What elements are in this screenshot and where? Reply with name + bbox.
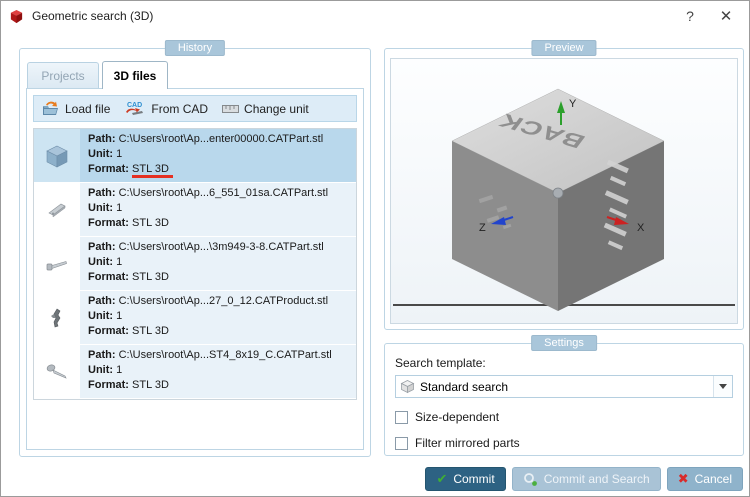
settings-group-label: Settings — [531, 335, 597, 351]
file-format: STL 3D — [132, 163, 173, 178]
size-dependent-checkbox[interactable] — [395, 410, 408, 424]
assembly-part-icon — [51, 308, 61, 327]
file-path: C:\Users\root\Ap...\3m949-3-8.CATPart.st… — [118, 241, 324, 253]
z-axis-label: Z — [479, 222, 486, 234]
app-logo-icon — [10, 9, 23, 23]
bolt-part-icon — [46, 260, 67, 270]
file-unit: 1 — [116, 202, 123, 214]
z-axis-arrow-icon — [491, 217, 506, 225]
file-row-2[interactable]: Path: C:\Users\root\Ap...6_551_01sa.CATP… — [34, 183, 356, 236]
commit-and-search-button[interactable]: Commit and Search — [511, 467, 661, 491]
filter-mirrored-label: Filter mirrored parts — [415, 436, 520, 450]
file-row-2-details: Path: C:\Users\root\Ap...6_551_01sa.CATP… — [80, 183, 356, 236]
x-axis-label: X — [637, 222, 645, 234]
y-axis-label: Y — [569, 98, 577, 110]
close-button[interactable]: ✕ — [719, 8, 733, 25]
tab-projects-label: Projects — [41, 68, 85, 83]
file-row-3-details: Path: C:\Users\root\Ap...\3m949-3-8.CATP… — [80, 237, 356, 290]
tab-3d-files-label: 3D files — [113, 68, 157, 83]
commit-label: Commit — [453, 472, 495, 486]
cube-part-icon — [46, 145, 68, 167]
title-bar: Geometric search (3D) ? ✕ — [1, 1, 749, 31]
size-dependent-label: Size-dependent — [415, 410, 500, 424]
file-unit: 1 — [116, 310, 123, 322]
dropdown-open-button[interactable] — [713, 376, 732, 397]
size-dependent-option: Size-dependent — [395, 410, 733, 424]
file-history-list[interactable]: Path: C:\Users\root\Ap...enter00000.CATP… — [33, 128, 357, 400]
preview-3d-viewport[interactable]: BACK — [390, 58, 738, 324]
file-toolbar: Load file CAD From CAD — [33, 95, 357, 122]
template-cube-icon — [400, 380, 415, 394]
folder-load-icon — [43, 101, 58, 115]
file-path: C:\Users\root\Ap...ST4_8x19_C.CATPart.st… — [118, 349, 332, 361]
file-unit: 1 — [116, 364, 123, 376]
origin-sphere — [552, 187, 564, 199]
load-file-button[interactable]: Load file — [40, 100, 110, 117]
ruler-icon — [222, 104, 240, 113]
commit-and-search-label: Commit and Search — [543, 472, 650, 486]
bar-part-icon — [48, 203, 66, 217]
from-cad-label: From CAD — [151, 101, 209, 116]
commit-button[interactable]: ✔ Commit — [425, 467, 506, 491]
y-axis-arrow-icon — [557, 101, 565, 113]
help-button[interactable]: ? — [686, 8, 694, 24]
file-format: STL 3D — [132, 325, 169, 337]
history-group: History Projects 3D files Load file — [19, 40, 371, 457]
search-icon — [523, 472, 537, 486]
from-cad-button[interactable]: CAD From CAD — [124, 100, 208, 118]
file-row-5-details: Path: C:\Users\root\Ap...ST4_8x19_C.CATP… — [80, 345, 356, 398]
file-path: C:\Users\root\Ap...6_551_01sa.CATPart.st… — [118, 187, 329, 199]
file-row-4-details: Path: C:\Users\root\Ap...27_0_12.CATProd… — [80, 291, 356, 344]
svg-text:CAD: CAD — [127, 102, 142, 109]
search-template-label: Search template: — [395, 356, 486, 370]
file-format: STL 3D — [132, 379, 169, 391]
preview-group-label: Preview — [531, 40, 597, 56]
history-group-label: History — [164, 40, 226, 56]
file-row-1[interactable]: Path: C:\Users\root\Ap...enter00000.CATP… — [34, 129, 356, 182]
x-axis-arrow-icon — [614, 217, 629, 225]
3d-files-tab-panel: Load file CAD From CAD — [26, 88, 364, 450]
cancel-x-icon: ✖ — [677, 471, 689, 486]
file-row-3[interactable]: Path: C:\Users\root\Ap...\3m949-3-8.CATP… — [34, 237, 356, 290]
file-path: C:\Users\root\Ap...27_0_12.CATProduct.st… — [118, 295, 329, 307]
screw-part-icon — [46, 364, 67, 379]
window-title: Geometric search (3D) — [32, 9, 154, 23]
change-unit-button[interactable]: Change unit — [222, 102, 309, 116]
file-unit: 1 — [116, 256, 123, 268]
change-unit-label: Change unit — [244, 101, 309, 116]
file-format: STL 3D — [132, 271, 169, 283]
search-template-value: Standard search — [420, 379, 509, 394]
file-row-5[interactable]: Path: C:\Users\root\Ap...ST4_8x19_C.CATP… — [34, 345, 356, 398]
file-row-4[interactable]: Path: C:\Users\root\Ap...27_0_12.CATProd… — [34, 291, 356, 344]
from-cad-icon: CAD — [126, 102, 144, 115]
dialog-footer: ✔ Commit Commit and Search ✖ Cancel — [425, 467, 743, 491]
tab-3d-files[interactable]: 3D files — [102, 61, 168, 89]
tab-projects[interactable]: Projects — [27, 62, 99, 88]
load-file-label: Load file — [65, 101, 111, 116]
filter-mirrored-checkbox[interactable] — [395, 436, 408, 450]
chevron-down-icon — [719, 384, 727, 389]
preview-group: Preview BACK — [384, 40, 744, 330]
file-format: STL 3D — [132, 217, 169, 229]
cancel-button[interactable]: ✖ Cancel — [666, 467, 743, 491]
search-template-dropdown[interactable]: Standard search — [395, 375, 733, 398]
preview-cube: BACK — [393, 88, 735, 311]
settings-group: Settings Search template: Standard searc… — [384, 335, 744, 456]
filter-mirrored-option: Filter mirrored parts — [395, 436, 733, 450]
cancel-label: Cancel — [694, 472, 732, 486]
file-path: C:\Users\root\Ap...enter00000.CATPart.st… — [118, 133, 324, 145]
file-unit: 1 — [116, 148, 123, 160]
file-row-1-details: Path: C:\Users\root\Ap...enter00000.CATP… — [80, 129, 356, 182]
check-icon: ✔ — [436, 471, 448, 486]
